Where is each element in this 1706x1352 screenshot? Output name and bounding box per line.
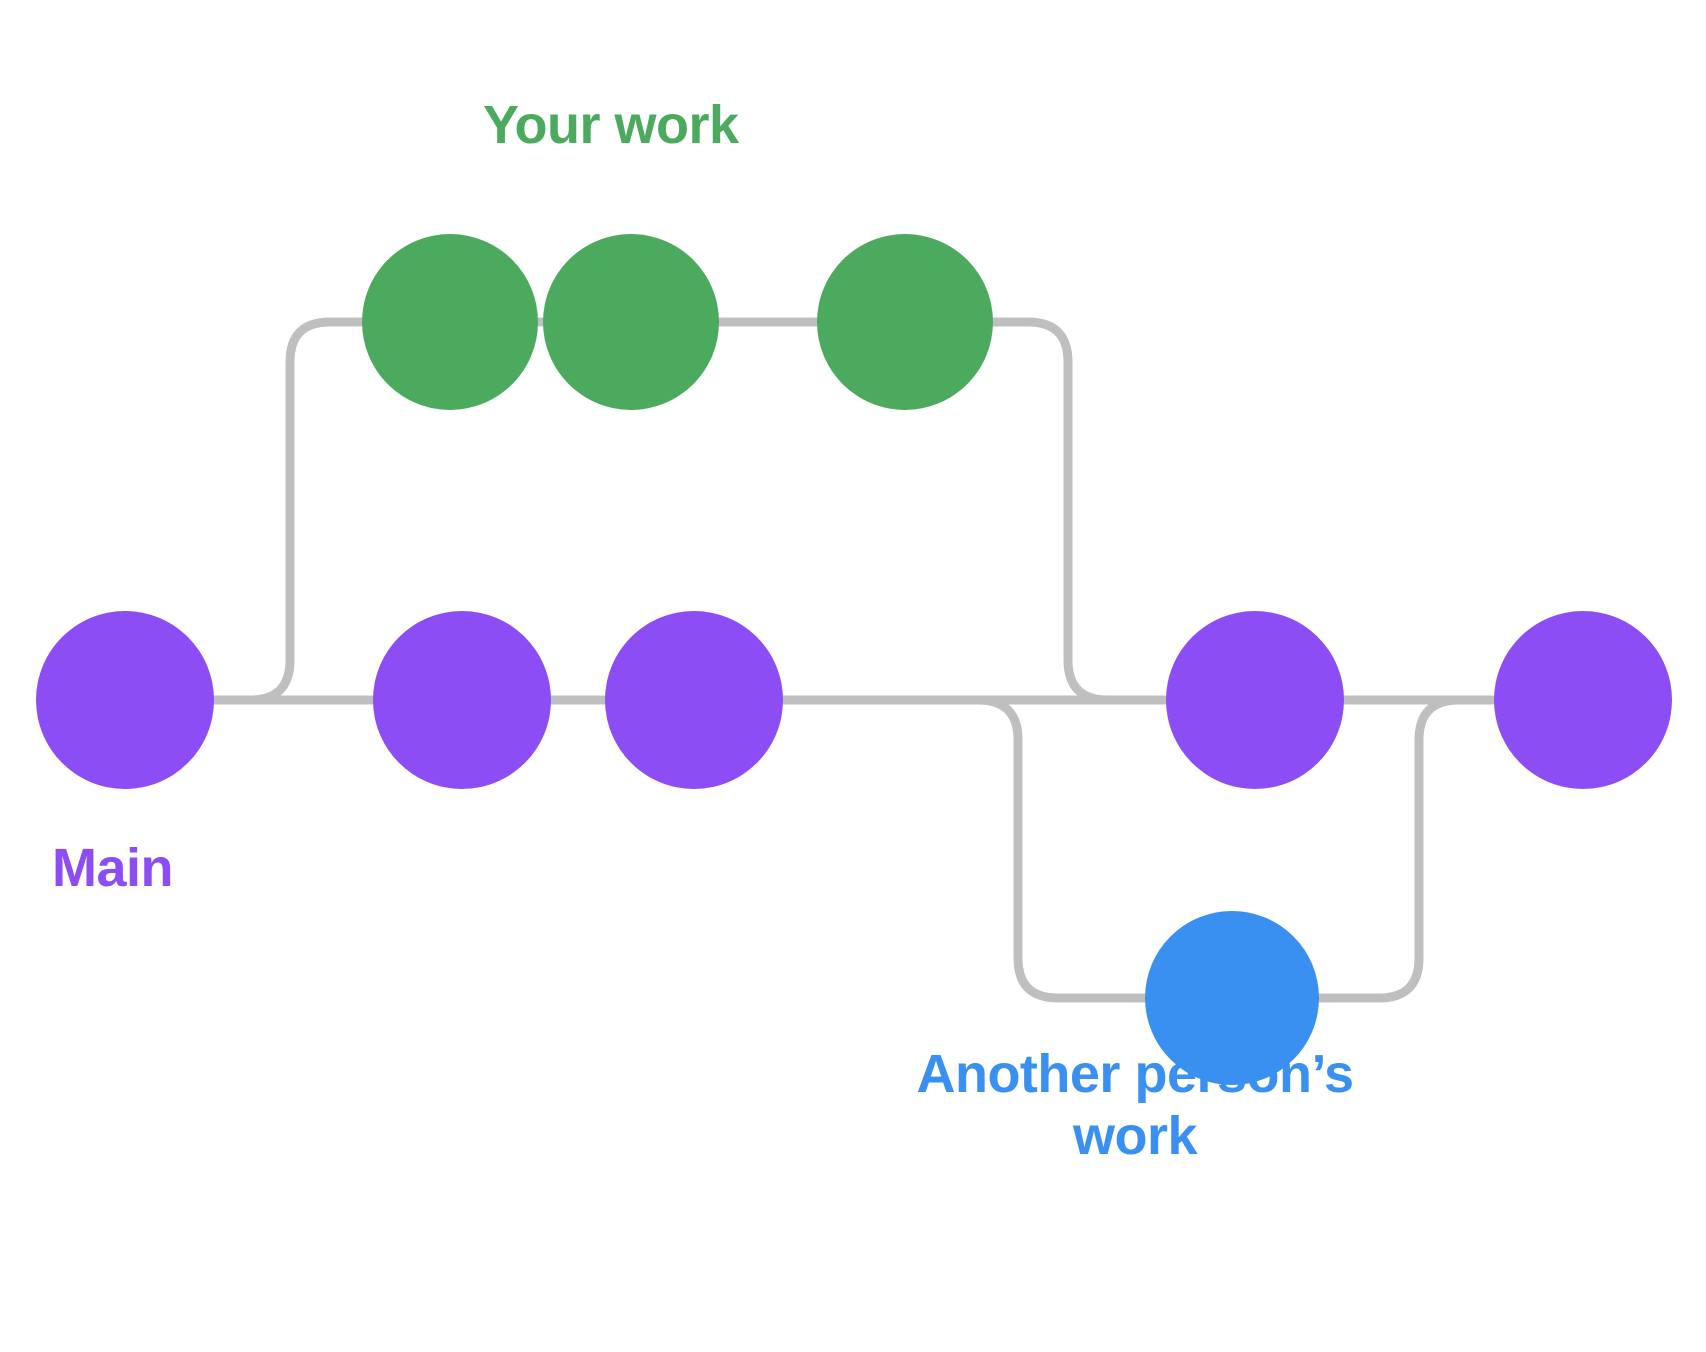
- commit-node-main-5[interactable]: [1494, 611, 1672, 789]
- connector-branch-to-another-person: [973, 695, 1150, 1003]
- connector-merge-your-work-to-main: [988, 317, 1171, 705]
- commit-node-main-4[interactable]: [1166, 611, 1344, 789]
- branch-label-main: Main: [52, 838, 174, 898]
- connector-merge-another-person-to-main: [1314, 695, 1500, 1003]
- commit-node-main-2[interactable]: [373, 611, 551, 789]
- branch-label-another-person-line1: Another person’s: [916, 1044, 1354, 1104]
- commit-node-your-work-3[interactable]: [817, 234, 993, 410]
- commit-node-another-person-1[interactable]: [1145, 911, 1319, 1085]
- commit-node-main-3[interactable]: [605, 611, 783, 789]
- commit-node-main-1[interactable]: [36, 611, 214, 789]
- commit-node-your-work-2[interactable]: [543, 234, 719, 410]
- commit-node-your-work-1[interactable]: [362, 234, 538, 410]
- connector-branch-to-your-work: [209, 317, 367, 705]
- branch-label-another-person-line2: work: [1072, 1106, 1198, 1167]
- branch-label-your-work: Your work: [483, 95, 739, 155]
